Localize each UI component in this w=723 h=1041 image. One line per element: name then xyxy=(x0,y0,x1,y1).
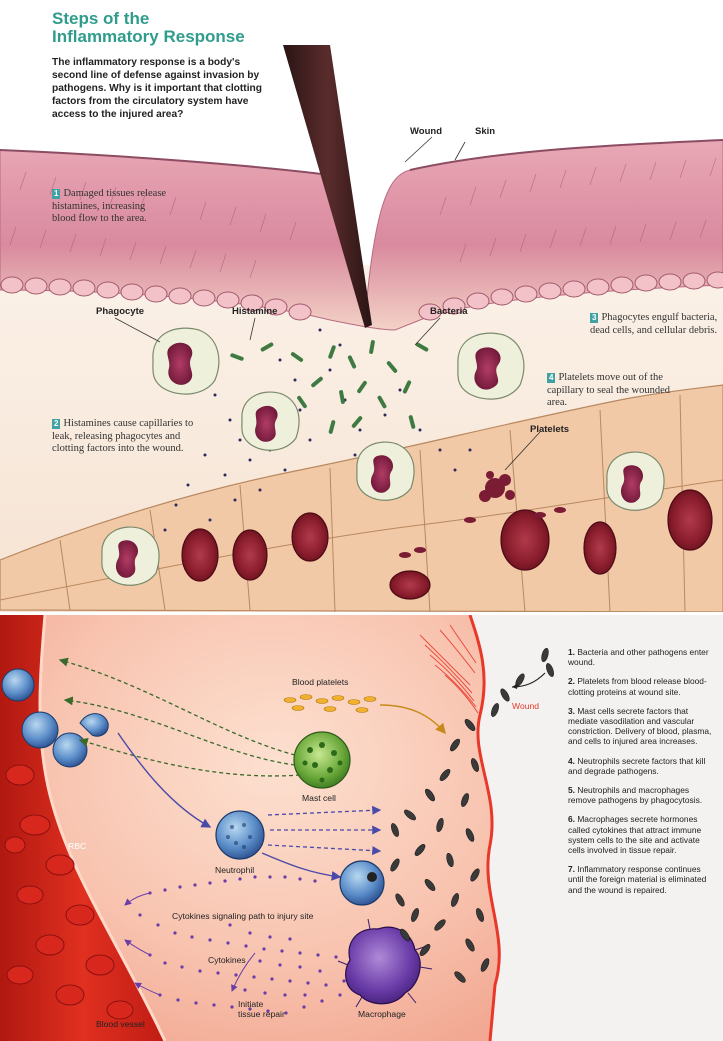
title-line-1: Steps of the xyxy=(52,10,302,28)
step-1-badge: 1 xyxy=(52,189,60,199)
label-wound: Wound xyxy=(410,126,442,137)
step-4-text: Platelets move out of the capillary to s… xyxy=(547,372,670,408)
label-platelets: Platelets xyxy=(530,424,569,435)
process-step-7: 7. Inflammatory response continues until… xyxy=(568,864,718,895)
step-2-badge: 2 xyxy=(52,419,60,429)
label-skin: Skin xyxy=(475,126,495,137)
label-macrophage: Macrophage xyxy=(358,1009,406,1019)
label-bacteria: Bacteria xyxy=(430,306,468,317)
process-step-4-number: 4. xyxy=(568,756,575,766)
process-step-6: 6. Macrophages secrete hormones called c… xyxy=(568,814,718,855)
process-step-1: 1. Bacteria and other pathogens enter wo… xyxy=(568,647,718,667)
process-steps-list: 1. Bacteria and other pathogens enter wo… xyxy=(568,647,718,904)
top-illustration-panel: Steps of the Inflammatory Response The i… xyxy=(0,0,723,612)
step-2-text: Histamines cause capillaries to leak, re… xyxy=(52,418,193,454)
process-step-3-text: Mast cells secrete factors that mediate … xyxy=(568,706,711,747)
process-step-7-number: 7. xyxy=(568,864,575,874)
intro-text: The inflammatory response is a body's se… xyxy=(52,56,262,121)
label-rbc: RBC xyxy=(68,841,86,851)
label-cytokines-path: Cytokines signaling path to injury site xyxy=(172,911,313,921)
page-title: Steps of the Inflammatory Response xyxy=(52,10,302,46)
step-3-badge: 3 xyxy=(590,313,598,323)
process-step-5-text: Neutrophils and macrophages remove patho… xyxy=(568,785,702,805)
process-step-2: 2. Platelets from blood release blood-cl… xyxy=(568,676,718,696)
label-cytokines: Cytokines xyxy=(208,955,246,965)
process-step-6-number: 6. xyxy=(568,814,575,824)
process-step-1-number: 1. xyxy=(568,647,575,657)
process-step-2-number: 2. xyxy=(568,676,575,686)
label-initiate: Initiate xyxy=(238,999,285,1009)
step-3-text: Phagocytes engulf bacteria, dead cells, … xyxy=(590,312,717,336)
process-step-3-number: 3. xyxy=(568,706,575,716)
mast-cell xyxy=(294,732,350,788)
process-step-5-number: 5. xyxy=(568,785,575,795)
neutrophil-cell xyxy=(216,811,264,859)
process-step-7-text: Inflammatory response continues until th… xyxy=(568,864,706,894)
process-step-4: 4. Neutrophils secrete factors that kill… xyxy=(568,756,718,776)
label-initiate-repair: Initiate tissue repair xyxy=(238,999,285,1019)
process-step-5: 5. Neutrophils and macrophages remove pa… xyxy=(568,785,718,805)
process-step-4-text: Neutrophils secrete factors that kill an… xyxy=(568,756,705,776)
label-blood-platelets: Blood platelets xyxy=(292,677,348,687)
bottom-diagram-panel: Blood platelets Mast cell Neutrophil RBC… xyxy=(0,615,723,1041)
process-step-6-text: Macrophages secrete hormones called cyto… xyxy=(568,814,701,855)
label-wound: Wound xyxy=(512,701,539,711)
step-4-badge: 4 xyxy=(547,373,555,383)
process-step-2-text: Platelets from blood release blood-clott… xyxy=(568,676,707,696)
label-blood-vessel: Blood vessel xyxy=(96,1019,145,1029)
label-tissue-repair: tissue repair xyxy=(238,1009,285,1019)
title-line-2: Inflammatory Response xyxy=(52,28,302,46)
label-neutrophil: Neutrophil xyxy=(215,865,254,875)
process-step-3: 3. Mast cells secrete factors that media… xyxy=(568,706,718,747)
label-mast-cell: Mast cell xyxy=(302,793,336,803)
label-phagocyte: Phagocyte xyxy=(96,306,144,317)
step-1-text: Damaged tissues release histamines, incr… xyxy=(52,188,166,224)
label-histamine: Histamine xyxy=(232,306,277,317)
process-step-1-text: Bacteria and other pathogens enter wound… xyxy=(568,647,709,667)
phagocytosing-neutrophil xyxy=(340,861,384,905)
